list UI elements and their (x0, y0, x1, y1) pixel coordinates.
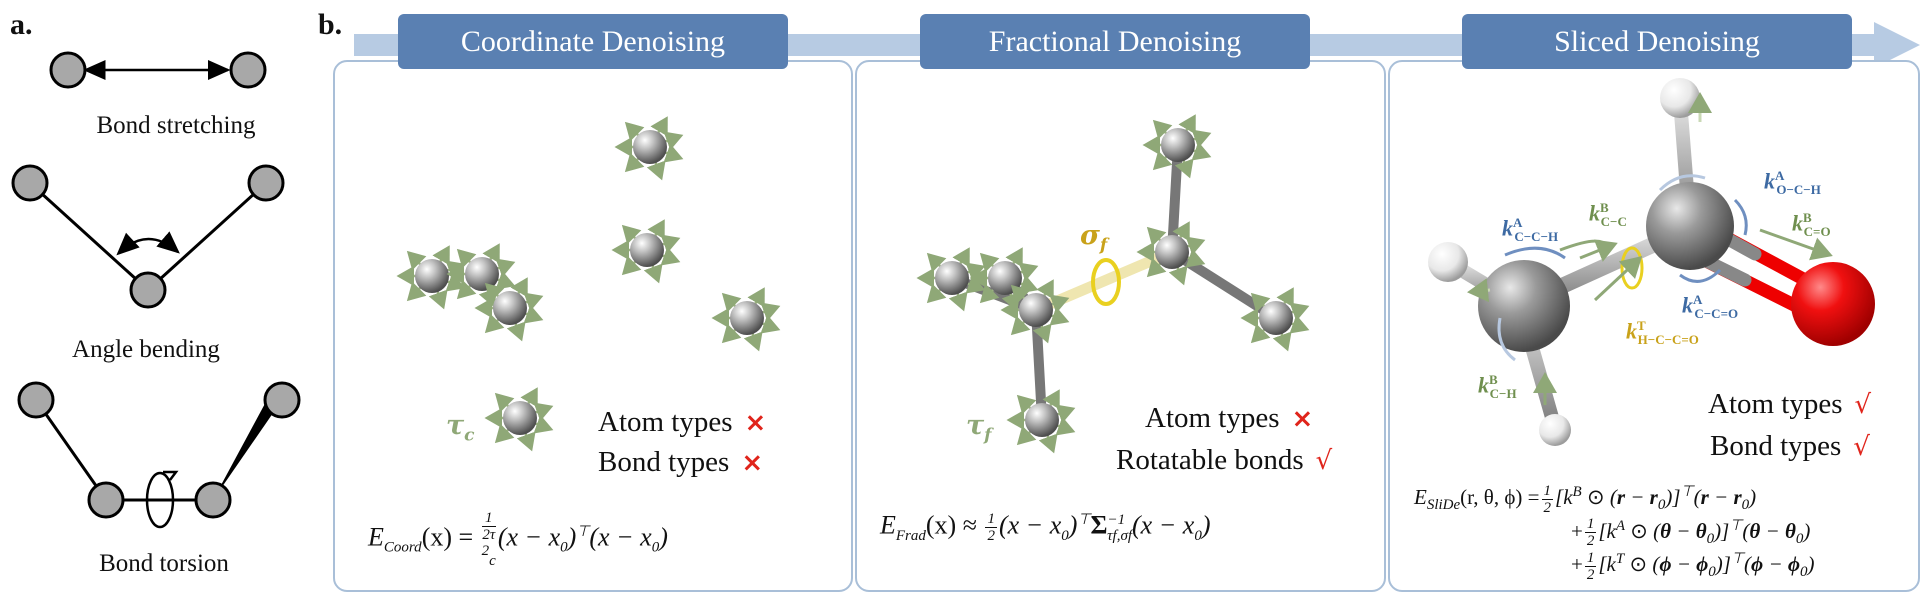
coord-legend-atom-types: Atom types× (598, 406, 767, 438)
force-constant-label: kBC−C (1589, 200, 1627, 229)
panel-a-diagrams (11, 51, 301, 529)
force-constant-label: kAO−C−H (1764, 168, 1821, 197)
coord-atom (611, 219, 681, 284)
coord-atom (474, 277, 544, 342)
fractional-atoms (916, 114, 1310, 454)
atom (415, 259, 449, 293)
force-constant-label: kTH−C−C=O (1626, 318, 1699, 347)
slide-legend-bond-types: Bond types√ (1710, 430, 1870, 462)
coord-atom (711, 287, 781, 352)
cross-mark: × (741, 448, 764, 478)
bond-torsion-figure (17, 381, 301, 529)
tau-f-symbol: τf (966, 410, 992, 446)
tab-sliced-denoising: Sliced Denoising (1462, 14, 1852, 69)
caption-bond-stretching: Bond stretching (96, 112, 256, 139)
cross-mark: × (1291, 404, 1314, 434)
force-constant-label: kAC−C−H (1502, 215, 1559, 244)
atom (633, 130, 667, 164)
force-constant-label: kAC−C=O (1682, 292, 1739, 321)
frad-atom (1240, 287, 1310, 352)
sliced-molecule (1428, 78, 1875, 446)
coord-atom (396, 245, 466, 310)
frad-atom (1142, 114, 1212, 179)
coord-atom (446, 243, 516, 308)
panel-b-label: b. (318, 8, 343, 41)
atom (730, 301, 764, 335)
caption-bond-torsion: Bond torsion (99, 550, 229, 577)
angle-bending-figure (11, 164, 285, 309)
atom (1161, 128, 1195, 162)
atom (1155, 235, 1189, 269)
force-constant-label: kBC−H (1478, 372, 1517, 401)
coord-atom (614, 116, 684, 181)
sigma-f-symbol: σf (1080, 220, 1108, 256)
coordinate-denoising-box (333, 60, 853, 592)
atom (1025, 403, 1059, 437)
check-mark: √ (1853, 432, 1870, 462)
frad-legend-rotatable-bonds: Rotatable bonds√ (1116, 444, 1333, 476)
force-constant-label: kBC=O (1792, 210, 1831, 239)
coord-atom (484, 387, 554, 452)
frad-legend-atom-types: Atom types× (1145, 402, 1314, 434)
frad-atom (1000, 279, 1070, 344)
coord-legend-bond-types: Bond types× (598, 446, 764, 478)
frad-atom (1136, 221, 1206, 286)
atom (935, 261, 969, 295)
panel-a-label: a. (10, 8, 33, 41)
atom (503, 401, 537, 435)
atom (1259, 301, 1293, 335)
atom (630, 233, 664, 267)
tab-fractional-denoising: Fractional Denoising (920, 14, 1310, 69)
atom (465, 257, 499, 291)
atom (493, 291, 527, 325)
bond-stretching-figure (49, 51, 267, 89)
slide-legend-atom-types: Atom types√ (1708, 388, 1872, 420)
atom (1019, 293, 1053, 327)
check-mark: √ (1315, 446, 1333, 476)
coordinate-atoms (396, 116, 781, 452)
check-mark: √ (1854, 390, 1872, 420)
caption-angle-bending: Angle bending (72, 336, 220, 363)
tab-coordinate-denoising: Coordinate Denoising (398, 14, 788, 69)
tau-c-symbol: τc (446, 410, 475, 446)
cross-mark: × (744, 408, 767, 438)
frad-atom (1006, 389, 1076, 454)
